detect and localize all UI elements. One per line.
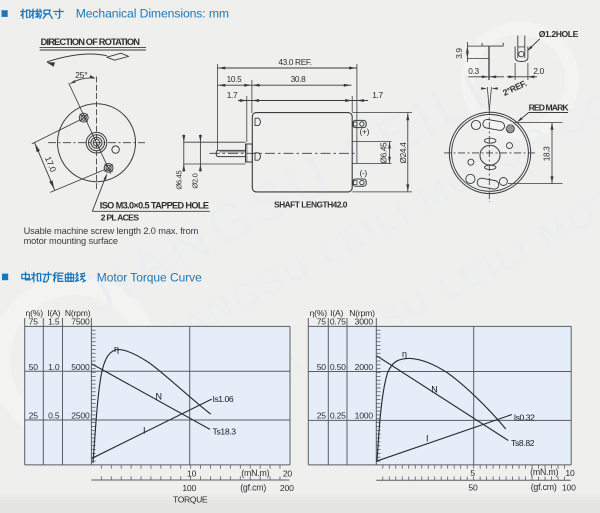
svg-text:RED MARK: RED MARK [529, 103, 570, 113]
svg-text:3000: 3000 [355, 317, 374, 327]
svg-text:Ø6.45: Ø6.45 [175, 171, 184, 190]
svg-text:N: N [431, 385, 438, 395]
svg-text:1000: 1000 [355, 410, 374, 420]
svg-text:2 PL ACES: 2 PL ACES [101, 213, 140, 223]
svg-text:N: N [156, 392, 163, 402]
svg-text:0.3: 0.3 [468, 66, 479, 76]
svg-text:75: 75 [317, 317, 327, 327]
svg-text:10: 10 [565, 468, 575, 478]
svg-text:50: 50 [317, 362, 327, 372]
svg-text:3.9: 3.9 [454, 48, 464, 59]
svg-text:η: η [402, 349, 407, 359]
svg-text:0.25: 0.25 [330, 410, 346, 420]
svg-text:η(%): η(%) [310, 308, 328, 318]
svg-text:18.3: 18.3 [542, 146, 552, 161]
svg-text:TORQUE: TORQUE [173, 495, 208, 505]
svg-text:10.5: 10.5 [227, 74, 242, 84]
svg-text:η(%): η(%) [26, 308, 44, 318]
svg-text:20: 20 [283, 469, 293, 479]
svg-text:Ø2.0: Ø2.0 [191, 173, 200, 188]
svg-text:50: 50 [468, 482, 478, 492]
svg-text:(mN.m): (mN.m) [241, 468, 269, 478]
svg-text:25°: 25° [75, 70, 87, 80]
svg-text:0.50: 0.50 [330, 362, 346, 372]
svg-text:100: 100 [182, 483, 196, 493]
svg-text:2000: 2000 [355, 362, 374, 372]
svg-text:50: 50 [29, 362, 39, 372]
svg-text:2500: 2500 [71, 410, 90, 420]
svg-text:(gf.cm): (gf.cm) [531, 482, 557, 492]
svg-text:Ø1.2HOLE: Ø1.2HOLE [539, 29, 579, 39]
svg-text:(gf.cm): (gf.cm) [240, 483, 266, 493]
svg-text:5: 5 [470, 468, 475, 478]
svg-text:N(rpm): N(rpm) [65, 308, 91, 318]
svg-text:25: 25 [29, 410, 39, 420]
svg-text:DIRECTION OF ROTATION: DIRECTION OF ROTATION [41, 37, 141, 47]
svg-text:SHAFT LENGTH42.0: SHAFT LENGTH42.0 [274, 200, 348, 210]
svg-text:100: 100 [562, 482, 576, 492]
svg-text:Ø6.45: Ø6.45 [378, 142, 388, 164]
svg-text:200: 200 [280, 483, 294, 493]
svg-text:Usable machine screw length 2.: Usable machine screw length 2.0 max. fro… [24, 226, 199, 236]
svg-text:I: I [426, 433, 429, 443]
svg-text:I: I [143, 426, 146, 436]
svg-text:I(A): I(A) [47, 308, 60, 318]
svg-text:I(A): I(A) [330, 308, 343, 318]
svg-text:N(rpm): N(rpm) [349, 308, 375, 318]
svg-text:0.5: 0.5 [48, 410, 60, 420]
svg-text:Is0.32: Is0.32 [514, 412, 535, 422]
svg-text:0.75: 0.75 [330, 317, 346, 327]
svg-text:1.5: 1.5 [48, 317, 60, 327]
svg-text:Ts8.82: Ts8.82 [511, 438, 535, 448]
svg-text:10: 10 [187, 469, 197, 479]
svg-text:75: 75 [29, 317, 39, 327]
svg-text:motor mounting surface: motor mounting surface [24, 236, 118, 246]
svg-text:1.0: 1.0 [48, 362, 60, 372]
svg-text:7500: 7500 [71, 317, 90, 327]
svg-text:(+): (+) [360, 126, 370, 136]
svg-text:(mN.m): (mN.m) [530, 467, 558, 477]
svg-text:ISO M3.0×0.5 TAPPED HOLE: ISO M3.0×0.5 TAPPED HOLE [100, 201, 209, 211]
svg-text:Ø24.4: Ø24.4 [398, 142, 408, 164]
svg-text:Mechanical Dimensions: mm: Mechanical Dimensions: mm [76, 7, 229, 21]
svg-text:30.8: 30.8 [291, 74, 306, 84]
svg-text:1.7: 1.7 [227, 90, 238, 100]
svg-text:5000: 5000 [71, 362, 90, 372]
svg-text:43.0 REF.: 43.0 REF. [278, 57, 311, 67]
svg-text:Ts18.3: Ts18.3 [213, 427, 237, 437]
svg-text:Motor Torque Curve: Motor Torque Curve [97, 270, 202, 284]
svg-text:Is1.06: Is1.06 [213, 394, 234, 404]
svg-text:(-): (-) [360, 168, 368, 178]
svg-text:2.0: 2.0 [533, 66, 544, 76]
svg-text:1.7: 1.7 [372, 90, 383, 100]
svg-text:η: η [114, 344, 119, 354]
svg-text:25: 25 [317, 410, 327, 420]
